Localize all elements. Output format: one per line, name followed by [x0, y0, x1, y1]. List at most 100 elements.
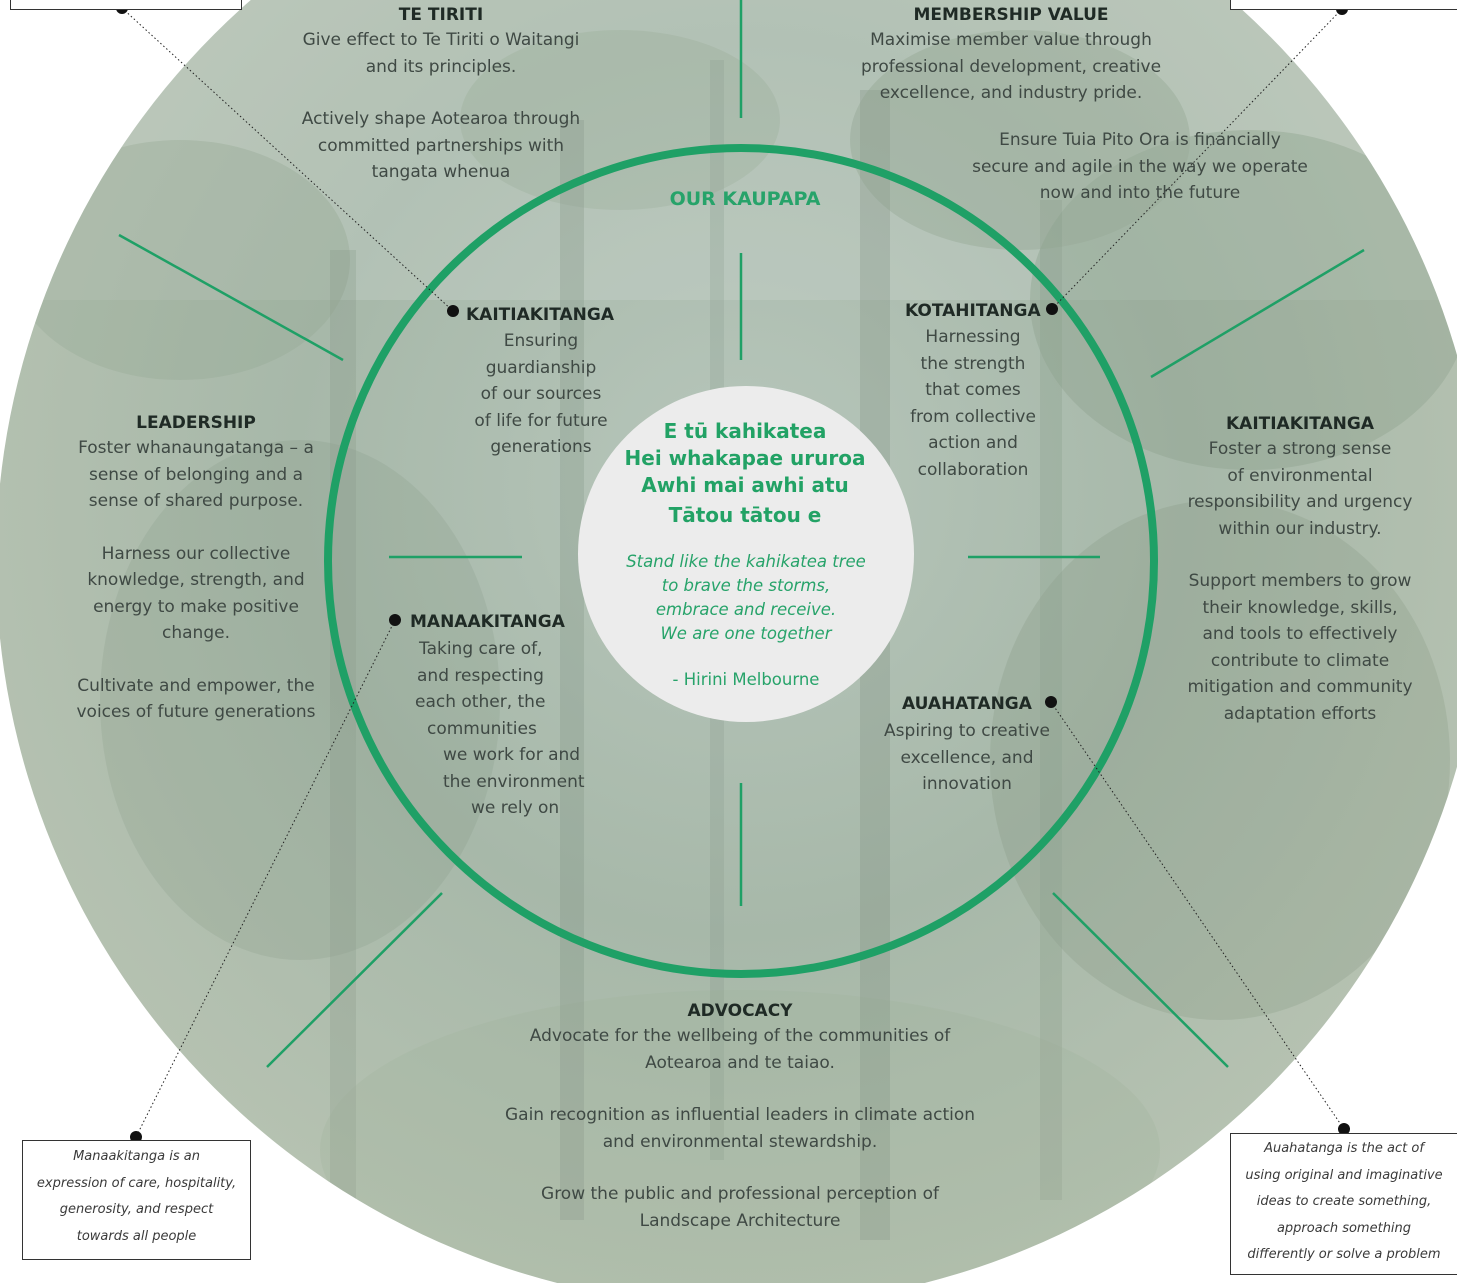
callout-line: generosity, and respect: [59, 1202, 214, 1217]
leadership-section: LEADERSHIP Foster whanaungatanga – a sen…: [50, 411, 342, 726]
callout-line: using original and imaginative: [1245, 1167, 1443, 1183]
kaitiakitanga-inner-text: Ensuring guardianship of our sources of …: [462, 328, 620, 461]
title-line: Awhi mai awhi atu: [641, 473, 849, 497]
auahatanga-callout: Auahatanga is the act of using original …: [1230, 1133, 1457, 1275]
text-line: innovation: [922, 774, 1012, 794]
manaakitanga-callout: Manaakitanga is an expression of care, h…: [22, 1140, 251, 1260]
connector-lines: [121, 7, 1345, 1138]
kotahitanga-heading: KOTAHITANGA: [905, 301, 1041, 321]
kaitiakitanga-outer-heading: KAITIAKITANGA: [1225, 414, 1374, 434]
text-line: Landscape Architecture: [639, 1210, 841, 1231]
text-line: Aotearoa and te taiao.: [645, 1052, 835, 1073]
manaakitanga-text: Taking care of, and respecting each othe…: [405, 636, 605, 822]
text-line: responsibility and urgency: [1187, 492, 1413, 512]
membership-value-paragraph-2: Ensure Tuia Pito Ora is financially secu…: [945, 127, 1335, 207]
callout-line: Auahatanga is the act of: [1264, 1141, 1424, 1156]
auahatanga-text: Aspiring to creative excellence, and inn…: [868, 718, 1066, 798]
kaupapa-label: OUR KAUPAPA: [669, 188, 821, 210]
te-tiriti-section: TE TIRITI Give effect to Te Tiriti o Wai…: [282, 3, 600, 186]
text-line: contribute to climate: [1210, 650, 1390, 671]
text-line: Aspiring to creative: [884, 721, 1050, 741]
text-line: knowledge, strength, and: [87, 570, 305, 590]
text-line: each other, the: [415, 692, 546, 712]
te-tiriti-heading: TE TIRITI: [398, 5, 484, 25]
whakatauki-translation: Stand like the kahikatea tree to brave t…: [596, 550, 896, 646]
translation-line: We are one together: [660, 624, 832, 643]
text-line: generations: [490, 437, 592, 457]
title-line: Tātou tātou e: [668, 503, 822, 527]
callout-line: towards all people: [76, 1228, 197, 1244]
kaupapa-ring: [324, 144, 1158, 978]
advocacy-section: ADVOCACY Advocate for the wellbeing of t…: [470, 999, 1010, 1234]
text-line: guardianship: [485, 357, 597, 378]
text-line: Harness our collective: [101, 543, 291, 564]
callout-line: approach something: [1276, 1220, 1412, 1236]
callout-line: ideas to create something,: [1256, 1194, 1432, 1209]
text-line: adaptation efforts: [1223, 703, 1377, 724]
text-line: sense of shared purpose.: [88, 491, 304, 511]
text-line: committed partnerships with: [317, 135, 565, 156]
text-line: the environment: [443, 771, 585, 792]
advocacy-heading: ADVOCACY: [687, 1001, 793, 1021]
text-line: Cultivate and empower, the: [77, 675, 315, 696]
text-line: of our sources: [480, 384, 602, 404]
kaitiakitanga-inner-heading: KAITIAKITANGA: [466, 305, 615, 325]
text-line: tangata whenua: [371, 162, 511, 182]
whakatauki-attribution: - Hirini Melbourne: [672, 670, 820, 689]
text-line: action and: [928, 433, 1018, 453]
kaitiakitanga-outer-section: KAITIAKITANGA Foster a strong sense of e…: [1160, 412, 1440, 727]
text-line: we rely on: [471, 798, 560, 818]
text-line: collaboration: [917, 459, 1029, 480]
auahatanga-heading: AUAHATANGA: [902, 694, 1032, 714]
text-line: mitigation and community: [1187, 677, 1413, 697]
kotahitanga-text: Harnessing the strength that comes from …: [898, 324, 1048, 483]
text-line: of environmental: [1227, 465, 1373, 486]
callout-line: differently or solve a problem: [1247, 1247, 1441, 1262]
text-line: now and into the future: [1039, 183, 1241, 203]
text-line: Maximise member value through: [870, 30, 1152, 50]
callout-line: Manaakitanga is an: [73, 1149, 200, 1164]
callout-box-top-left: [10, 0, 242, 10]
divider-lines: [118, 0, 1365, 1068]
manaakitanga-heading: MANAAKITANGA: [410, 612, 565, 632]
translation-line: Stand like the kahikatea tree: [626, 552, 866, 571]
text-line: Taking care of,: [419, 639, 543, 659]
text-line: and its principles.: [365, 56, 517, 77]
text-line: Grow the public and professional percept…: [541, 1184, 939, 1204]
text-line: professional development, creative: [860, 56, 1162, 77]
text-line: Gain recognition as influential leaders …: [504, 1105, 976, 1125]
text-line: Foster whanaungatanga – a: [78, 438, 314, 458]
text-line: that comes: [925, 380, 1021, 400]
text-line: Foster a strong sense: [1208, 439, 1392, 459]
text-line: Harnessing: [925, 327, 1021, 347]
text-line: excellence, and: [900, 747, 1034, 768]
text-line: sense of belonging and a: [88, 464, 304, 485]
translation-line: embrace and receive.: [655, 600, 837, 619]
text-line: communities: [427, 718, 537, 739]
text-line: within our industry.: [1218, 518, 1382, 539]
text-line: and environmental stewardship.: [602, 1131, 878, 1152]
text-line: from collective: [910, 406, 1036, 427]
title-line: E tū kahikatea: [663, 419, 827, 443]
text-line: Give effect to Te Tiriti o Waitangi: [302, 30, 580, 50]
text-line: we work for and: [443, 745, 581, 765]
text-line: voices of future generations: [76, 702, 316, 722]
text-line: and respecting: [417, 665, 544, 686]
callout-line: expression of care, hospitality,: [36, 1175, 237, 1191]
text-line: the strength: [920, 353, 1026, 374]
leadership-heading: LEADERSHIP: [136, 413, 256, 433]
text-line: energy to make positive: [93, 596, 299, 617]
text-line: of life for future: [474, 410, 608, 431]
text-line: excellence, and industry pride.: [879, 83, 1143, 103]
title-line: Hei whakapae ururoa: [624, 446, 866, 470]
text-line: change.: [162, 623, 230, 643]
text-line: their knowledge, skills,: [1202, 597, 1398, 618]
text-line: and tools to effectively: [1202, 624, 1398, 644]
text-line: Actively shape Aotearoa through: [301, 109, 581, 129]
text-line: Support members to grow: [1188, 571, 1412, 591]
whakatauki-title: E tū kahikatea Hei whakapae ururoa Awhi …: [600, 418, 890, 529]
membership-value-section: MEMBERSHIP VALUE Maximise member value t…: [830, 3, 1192, 107]
text-line: Advocate for the wellbeing of the commun…: [529, 1026, 951, 1046]
translation-line: to brave the storms,: [661, 576, 831, 595]
